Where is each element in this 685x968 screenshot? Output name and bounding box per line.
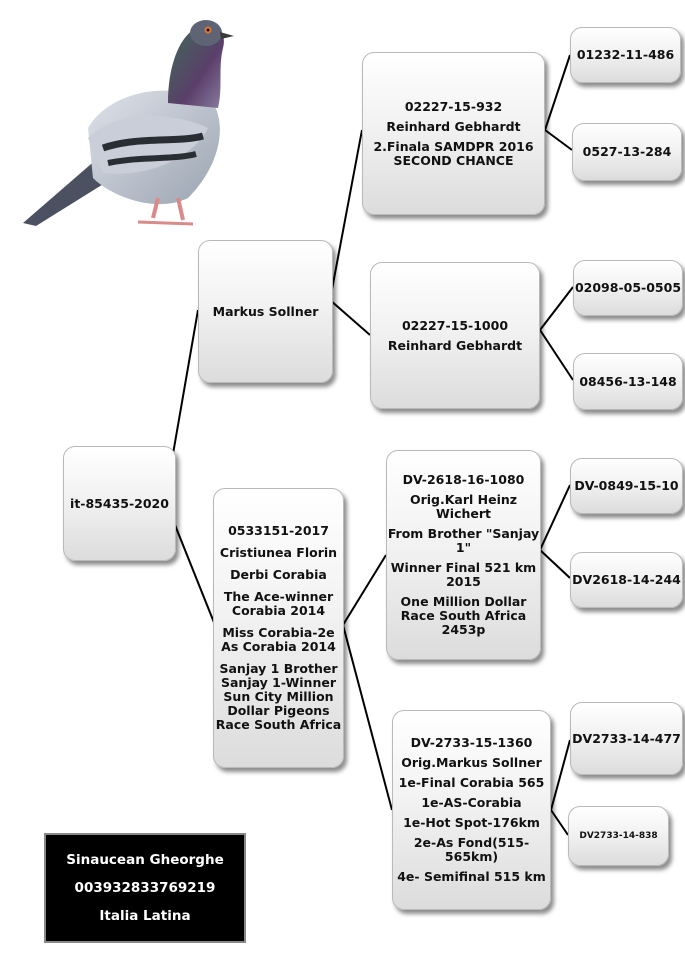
dam-sire-line: DV-2618-16-1080 (402, 472, 525, 487)
sire-line: Markus Sollner (212, 303, 319, 319)
ring-label: DV2618-14-244 (572, 572, 681, 587)
dam-sire-line: Orig.Karl Heinz Wichert (409, 492, 518, 521)
ring-label: DV2733-14-477 (572, 730, 681, 746)
dam-box: 0533151-2017 Cristiunea Florin Derbi Cor… (213, 488, 344, 768)
subject-ring: it-85435-2020 (70, 495, 169, 511)
owner-location: Italia Latina (99, 908, 191, 924)
dam-line: Sanjay 1 Brother Sanjay 1-Winner Sun Cit… (215, 661, 342, 732)
sire-dam-line: Reinhard Gebhardt (387, 337, 523, 353)
sire-sire-box: 02227-15-932 Reinhard Gebhardt 2.Finala … (362, 52, 545, 215)
sire-dam-sire-box: 02098-05-0505 (573, 260, 683, 316)
dam-dam-line: 1e-Hot Spot-176km (403, 815, 540, 830)
dam-line: The Ace-winner Corabia 2014 (223, 589, 334, 618)
sire-sire-dam-box: 0527-13-284 (572, 123, 682, 181)
dam-dam-dam-box: DV2733-14-838 (568, 806, 669, 866)
ring-label: 01232-11-486 (576, 47, 675, 62)
ring-label: DV-0849-15-10 (574, 478, 679, 493)
dam-sire-line: From Brother "Sanjay 1" (387, 526, 540, 555)
ring-label: DV2733-14-838 (579, 831, 658, 841)
dam-dam-sire-box: DV2733-14-477 (570, 702, 683, 775)
sire-dam-box: 02227-15-1000 Reinhard Gebhardt (370, 262, 540, 409)
sire-dam-line: 02227-15-1000 (401, 317, 509, 333)
owner-card: Sinaucean Gheorghe 003932833769219 Itali… (44, 833, 246, 943)
dam-sire-line: Winner Final 521 km 2015 (390, 560, 537, 589)
dam-dam-line: 4e- Semifinal 515 km (397, 869, 546, 884)
ring-label: 08456-13-148 (579, 373, 677, 389)
ring-label: 0527-13-284 (582, 144, 672, 159)
subject-box: it-85435-2020 (63, 446, 176, 561)
dam-line: Derbi Corabia (230, 567, 327, 582)
dam-dam-line: Orig.Markus Sollner (401, 755, 542, 770)
pigeon-photo-icon (23, 20, 234, 226)
sire-sire-line: Reinhard Gebhardt (386, 118, 521, 134)
sire-sire-sire-box: 01232-11-486 (570, 27, 681, 83)
dam-sire-box: DV-2618-16-1080 Orig.Karl Heinz Wichert … (386, 450, 541, 660)
dam-dam-line: DV-2733-15-1360 (410, 735, 533, 750)
ring-label: 02098-05-0505 (574, 280, 682, 295)
sire-dam-dam-box: 08456-13-148 (573, 353, 683, 410)
dam-line: Miss Corabia-2e As Corabia 2014 (221, 625, 336, 654)
dam-dam-box: DV-2733-15-1360 Orig.Markus Sollner 1e-F… (392, 710, 551, 910)
dam-dam-line: 2e-As Fond(515-565km) (413, 835, 530, 864)
dam-dam-line: 1e-AS-Corabia (421, 795, 522, 810)
dam-line: 0533151-2017 (228, 523, 329, 538)
sire-sire-line: 02227-15-932 (404, 98, 503, 114)
dam-sire-line: One Million Dollar Race South Africa 245… (400, 594, 527, 637)
owner-name: Sinaucean Gheorghe (66, 852, 224, 868)
dam-sire-dam-box: DV2618-14-244 (570, 552, 683, 608)
dam-line: Cristiunea Florin (219, 545, 338, 560)
dam-dam-line: 1e-Final Corabia 565 (398, 775, 545, 790)
sire-box: Markus Sollner (198, 240, 333, 383)
sire-sire-line: 2.Finala SAMDPR 2016 SECOND CHANCE (373, 138, 534, 168)
owner-phone: 003932833769219 (74, 880, 216, 896)
dam-sire-sire-box: DV-0849-15-10 (570, 458, 683, 514)
